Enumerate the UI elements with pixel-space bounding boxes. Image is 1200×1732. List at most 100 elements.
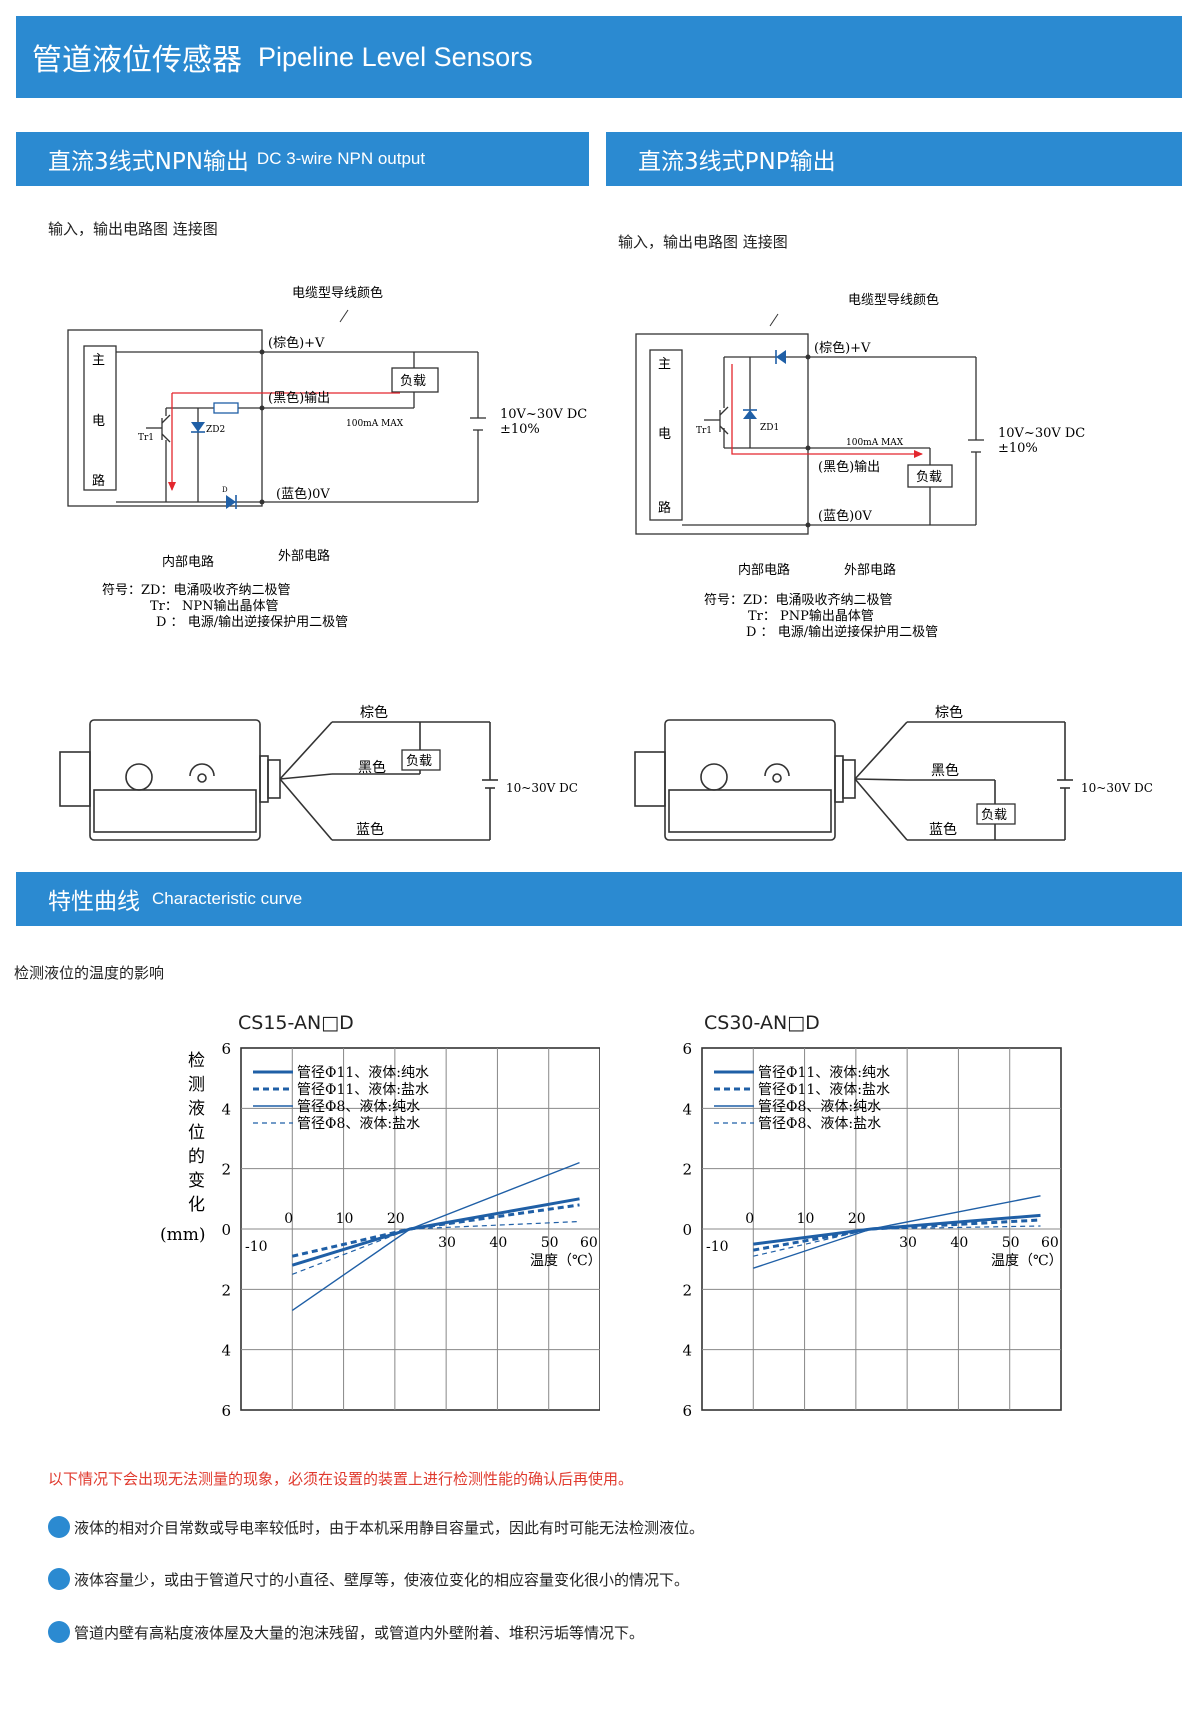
legend-label: 管径Φ8、液体:纯水 xyxy=(758,1099,881,1115)
chart-2-title: CS30-AN□D xyxy=(704,1012,820,1034)
pnp-legend-1: 符号：ZD：电涌吸收齐纳二极管 xyxy=(704,592,892,608)
npn-circuit-diagram: 电缆型导线颜色 (棕色)+V (黑色)输出 (蓝色)0V 负载 10V~30V … xyxy=(67,285,587,630)
pnp-tr-label: Tr1 xyxy=(696,426,712,436)
note-item-2: 液体容量少，或由于管道尺寸的小直径、壁厚等，使液位变化的相应容量变化很小的情况下… xyxy=(48,1568,689,1590)
x-tick-label: -10 xyxy=(706,1239,729,1255)
legend-label: 管径Φ11、液体:纯水 xyxy=(297,1065,429,1081)
y-tick-label: 4 xyxy=(682,1100,692,1118)
series-line xyxy=(291,1161,580,1311)
npn-d-label: D xyxy=(222,486,228,494)
legend-label: 管径Φ11、液体:纯水 xyxy=(758,1065,890,1081)
pnp-supply-label: 10V~30V DC xyxy=(998,426,1085,441)
npn-zd-label: ZD2 xyxy=(206,425,225,435)
pnp-wire-supply: 10~30V DC xyxy=(1081,781,1153,795)
warning-text: 以下情况下会出现无法测量的现象，必须在设置的装置上进行检测性能的确认后再使用。 xyxy=(48,1470,634,1488)
npn-main-circuit-2: 电 xyxy=(92,414,105,429)
npn-load-label: 负载 xyxy=(400,374,426,389)
series-line xyxy=(753,1218,1041,1252)
y-tick-label: 2 xyxy=(221,1281,231,1299)
npn-main-circuit-1: 主 xyxy=(92,353,105,368)
y-axis-label-char: 化 xyxy=(188,1195,205,1215)
npn-title-en: DC 3-wire NPN output xyxy=(256,149,426,168)
y-axis-label-char: 位 xyxy=(188,1123,205,1143)
pnp-zd-label: ZD1 xyxy=(760,423,779,433)
pnp-legend-3: D ： 电源/输出逆接保护用二极管 xyxy=(746,624,938,640)
npn-wire-load: 负载 xyxy=(406,754,432,769)
x-tick-label: 40 xyxy=(489,1235,507,1251)
npn-legend-3: D ： 电源/输出逆接保护用二极管 xyxy=(156,614,348,630)
legend-label: 管径Φ11、液体:盐水 xyxy=(297,1082,429,1098)
npn-blue-label: (蓝色)0V xyxy=(276,486,330,502)
npn-wire-black: 黑色 xyxy=(358,759,386,776)
pnp-wiring-diagram: 棕色 黑色 蓝色 负载 10~30V DC xyxy=(634,704,1153,841)
npn-external-label: 外部电路 xyxy=(278,548,330,564)
bullet-icon xyxy=(48,1516,70,1538)
pnp-wire-brown: 棕色 xyxy=(935,704,963,721)
legend-label: 管径Φ8、液体:纯水 xyxy=(297,1099,420,1115)
pnp-load-label: 负载 xyxy=(916,470,942,485)
pnp-max-current-label: 100mA MAX xyxy=(846,438,904,448)
pnp-cable-color-label: 电缆型导线颜色 xyxy=(848,292,939,308)
pnp-wire-load: 负载 xyxy=(981,808,1007,823)
y-axis-label-char: 测 xyxy=(188,1075,205,1095)
legend-label: 管径Φ8、液体:盐水 xyxy=(758,1116,881,1132)
legend-label: 管径Φ11、液体:盐水 xyxy=(758,1082,890,1098)
page-title: 管道液位传感器 xyxy=(32,43,242,78)
pnp-main-circuit-2: 电 xyxy=(658,427,671,442)
page-header: 管道液位传感器 Pipeline Level Sensors xyxy=(16,16,1182,98)
y-axis-label-char: 的 xyxy=(188,1147,205,1167)
pnp-circuit-diagram: 电缆型导线颜色 (棕色)+V (黑色)输出 (蓝色)0V 负载 10V~30V … xyxy=(635,292,1085,640)
x-tick-label: 50 xyxy=(1002,1235,1020,1251)
series-line xyxy=(292,1220,580,1275)
bullet-icon xyxy=(48,1568,70,1590)
y-tick-label: 2 xyxy=(682,1161,692,1179)
npn-supply-label: 10V~30V DC xyxy=(500,407,587,422)
x-tick-label: 60 xyxy=(580,1235,598,1251)
x-tick-label: 10 xyxy=(336,1211,354,1227)
npn-main-circuit-3: 路 xyxy=(92,473,105,489)
y-tick-label: 2 xyxy=(682,1281,692,1299)
note-text: 液体容量少，或由于管道尺寸的小直径、壁厚等，使液位变化的相应容量变化很小的情况下… xyxy=(74,1570,690,1589)
npn-wire-blue: 蓝色 xyxy=(356,821,384,838)
note-text: 管道内壁有高粘度液体屋及大量的泡沫残留，或管道内外壁附着、堆积污垢等情况下。 xyxy=(74,1623,645,1642)
y-tick-label: 2 xyxy=(221,1161,231,1179)
x-tick-label: 20 xyxy=(848,1211,866,1227)
y-tick-label: 4 xyxy=(221,1342,231,1360)
pnp-black-label: (黑色)输出 xyxy=(818,459,880,475)
npn-title: 直流3线式NPN输出 xyxy=(48,149,249,175)
x-tick-label: 20 xyxy=(387,1211,405,1227)
pnp-external-label: 外部电路 xyxy=(844,562,896,578)
x-tick-label: 40 xyxy=(950,1235,968,1251)
x-tick-label: 30 xyxy=(899,1235,917,1251)
npn-wiring-diagram: 棕色 黑色 蓝色 负载 10~30V DC xyxy=(59,704,578,841)
series-line xyxy=(753,1225,1041,1257)
npn-internal-label: 内部电路 xyxy=(162,554,214,570)
y-axis-label-char: 检 xyxy=(188,1051,205,1071)
chart-1-title: CS15-AN□D xyxy=(238,1012,354,1034)
y-tick-label: 4 xyxy=(221,1100,231,1118)
pnp-internal-label: 内部电路 xyxy=(738,562,790,578)
pnp-section-header: 直流3线式PNP输出 xyxy=(606,132,1182,186)
npn-wire-supply: 10~30V DC xyxy=(506,781,578,795)
x-axis-label: 温度（℃） xyxy=(530,1253,600,1269)
y-axis-unit: (mm) xyxy=(160,1225,206,1245)
y-tick-label: 0 xyxy=(221,1221,231,1239)
curve-section-header: 特性曲线 Characteristic curve xyxy=(16,872,1182,926)
y-axis-label-char: 液 xyxy=(188,1099,205,1119)
npn-legend-1: 符号：ZD：电涌吸收齐纳二极管 xyxy=(102,582,290,598)
pnp-legend-2: Tr： PNP输出晶体管 xyxy=(748,608,874,624)
pnp-section-label: 输入，输出电路图 连接图 xyxy=(618,233,788,251)
pnp-wire-blue: 蓝色 xyxy=(929,821,957,838)
x-tick-label: 60 xyxy=(1041,1235,1059,1251)
pnp-blue-label: (蓝色)0V xyxy=(818,508,872,524)
x-tick-label: 10 xyxy=(797,1211,815,1227)
page-title-en: Pipeline Level Sensors xyxy=(258,41,533,72)
y-tick-label: 6 xyxy=(682,1040,692,1058)
npn-black-label: (黑色)输出 xyxy=(268,390,330,406)
x-tick-label: 50 xyxy=(541,1235,559,1251)
y-tick-label: 6 xyxy=(221,1040,231,1058)
npn-max-current-label: 100mA MAX xyxy=(346,419,404,429)
y-tick-label: 0 xyxy=(682,1221,692,1239)
